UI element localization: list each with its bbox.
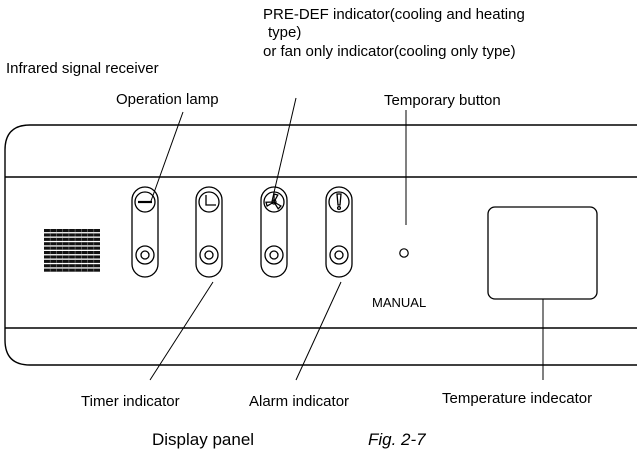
leader-operation (150, 111, 184, 202)
indicator-4 (325, 186, 353, 278)
predef-label-line1: PRE-DEF indicator(cooling and heating (263, 6, 525, 23)
leader-alarm (295, 281, 342, 381)
panel-outline (4, 124, 637, 366)
alarm-icon (336, 193, 342, 211)
leader-lines (149, 97, 544, 381)
indicator-2 (195, 186, 223, 278)
operation-lamp-label: Operation lamp (116, 91, 219, 108)
alarm-indicator-label: Alarm indicator (249, 393, 350, 410)
indicator-3 (260, 186, 288, 278)
fan-icon (265, 193, 282, 210)
indicators-group (131, 186, 353, 278)
manual-label: MANUAL (372, 295, 427, 310)
display-panel (4, 124, 637, 366)
temporary-button[interactable] (399, 248, 409, 258)
leader-timer (149, 281, 214, 381)
temperature-display (487, 206, 598, 300)
temporary-button-label: Temporary button (384, 92, 501, 109)
predef-label-line3: or fan only indicator(cooling only type) (263, 43, 516, 60)
infrared-receiver-label: Infrared signal receiver (6, 60, 159, 77)
predef-label-line2: type) (268, 24, 302, 41)
display-panel-caption: Display panel (152, 430, 255, 449)
leader-predef (271, 97, 297, 202)
figure-caption: Fig. 2-7 (368, 430, 426, 449)
temperature-indicator-label: Temperature indecator (442, 390, 593, 407)
timer-indicator-label: Timer indicator (81, 393, 180, 410)
infrared-receiver (44, 229, 100, 272)
timer-icon (205, 195, 216, 206)
indicator-1 (131, 186, 159, 278)
